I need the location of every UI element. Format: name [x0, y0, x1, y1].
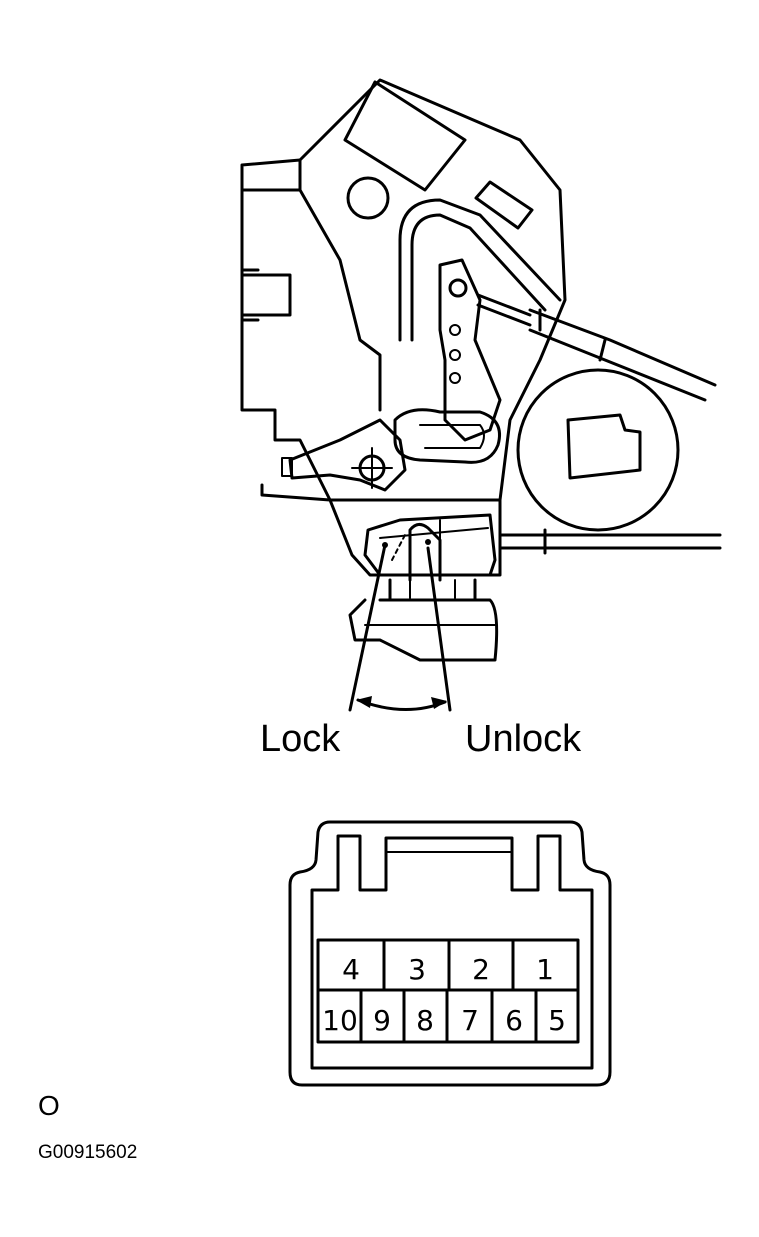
- lever-pivot: [448, 278, 468, 298]
- pivot-pin: [281, 457, 293, 477]
- connector-boot: [348, 578, 499, 662]
- pin-4: 4: [342, 953, 360, 986]
- knob-dash: [391, 534, 406, 561]
- housing-window: [343, 80, 467, 192]
- lock-indicator-line: [348, 543, 387, 712]
- door-lock-drawing: [240, 78, 722, 712]
- pin-6: 6: [505, 1004, 523, 1037]
- pin-3: 3: [408, 953, 426, 986]
- connector-boot-lines: [364, 579, 496, 626]
- pin-grid-divider: [316, 938, 580, 1044]
- lower-link: [393, 408, 501, 464]
- knob-dot-2: [425, 539, 431, 545]
- motor-key: [566, 413, 642, 480]
- pivot-arm: [288, 418, 407, 492]
- unlock-indicator-line: [426, 546, 452, 712]
- motor-body: [516, 368, 680, 532]
- lower-link-inner: [419, 424, 485, 449]
- unlock-label: Unlock: [465, 718, 582, 760]
- pin-7: 7: [461, 1004, 479, 1037]
- housing-hole: [346, 176, 390, 220]
- lower-base: [260, 483, 502, 577]
- knob-window-inner: [379, 519, 489, 571]
- connector-inner: [310, 834, 594, 1070]
- left-bracket-edge: [240, 158, 302, 322]
- lock-label: Lock: [260, 718, 341, 760]
- left-bracket-tab: [240, 273, 292, 317]
- figure-code: G00915602: [38, 1142, 138, 1163]
- knob-window: [363, 513, 497, 577]
- pin-grid: [316, 938, 580, 1044]
- cable-rod: [476, 293, 532, 327]
- corner-mark: O: [38, 1090, 60, 1121]
- lever-hole-2: [449, 349, 461, 361]
- pin-2: 2: [472, 953, 490, 986]
- lever-hole-1: [449, 324, 461, 336]
- cable-sleeve: [528, 308, 717, 402]
- pin-8: 8: [416, 1004, 434, 1037]
- connector-outer: [288, 820, 612, 1087]
- left-bracket: [240, 188, 382, 412]
- lever-hole-3: [449, 372, 461, 384]
- curved-rod: [398, 198, 562, 342]
- curved-rod-inner: [410, 213, 547, 342]
- arc-arrow-left: [356, 696, 372, 708]
- pin-9: 9: [373, 1004, 391, 1037]
- housing-slot: [474, 180, 534, 230]
- pin-10: 10: [322, 1004, 358, 1037]
- pin-1: 1: [536, 953, 554, 986]
- right-cable: [498, 528, 722, 555]
- arc-arrow-right: [431, 697, 447, 709]
- pivot-cross: [351, 447, 393, 489]
- lock-knob: [408, 523, 442, 582]
- pin-5: 5: [548, 1004, 566, 1037]
- lock-lever: [438, 258, 502, 442]
